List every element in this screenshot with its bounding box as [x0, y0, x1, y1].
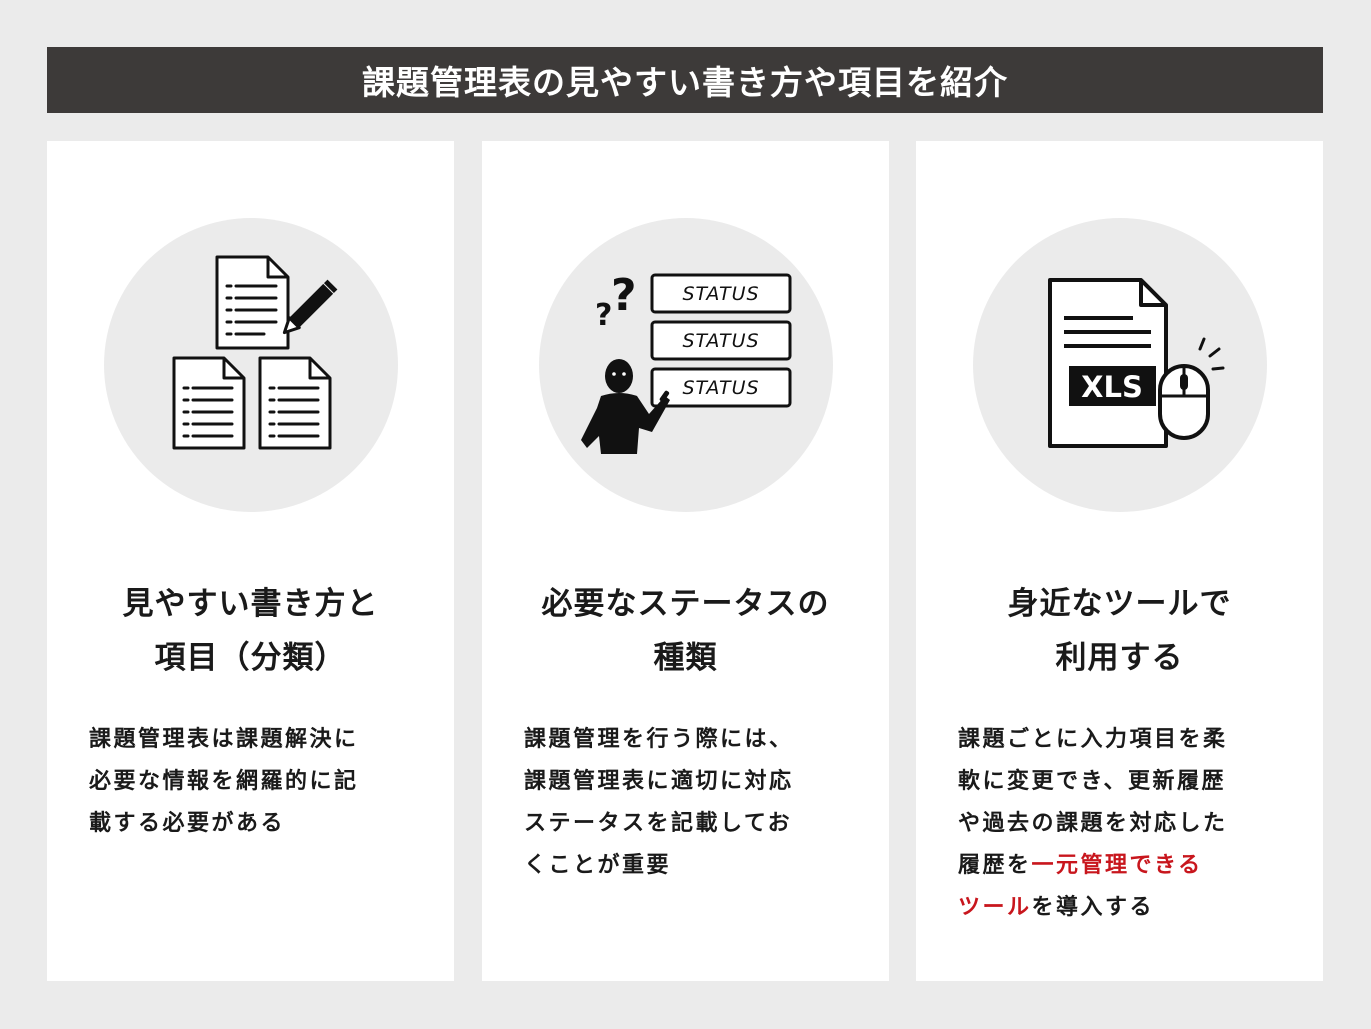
card-body: 課題管理を行う際には、 課題管理表に適切に対応 ステータスを記載してお くことが… [524, 719, 854, 887]
icon-circle: XLS [973, 218, 1267, 512]
body-text: を導入する [1031, 895, 1155, 920]
status-label: STATUS [682, 377, 759, 399]
card-title: 身近なツールで 利用する [916, 577, 1323, 685]
card-body-line: 軟に変更でき、更新履歴 [958, 769, 1226, 794]
icon-circle: STATUS STATUS STATUS ? ? [539, 218, 833, 512]
card-body-line: ツールを導入する [958, 887, 1288, 929]
card-body-line: や過去の課題を対応した [958, 811, 1228, 836]
question-mark-icon: ? [611, 270, 637, 321]
card-body-line: 履歴を一元管理できる [958, 845, 1288, 887]
card-title: 必要なステータスの 種類 [482, 577, 889, 685]
card-body-line: 課題管理表は課題解決に [89, 727, 359, 752]
body-text: 履歴を [958, 853, 1032, 878]
card-body-line: 課題管理を行う際には、 [524, 727, 794, 752]
mouse-icon [1158, 364, 1210, 440]
person-icon [581, 359, 670, 454]
card-title-line: 利用する [1055, 640, 1184, 676]
status-box [650, 320, 792, 361]
card-title-line: 種類 [653, 640, 718, 676]
status-box [650, 367, 792, 408]
status-label: STATUS [682, 330, 759, 352]
xls-badge [1069, 366, 1156, 406]
card-title-line: 項目（分類） [154, 640, 347, 676]
icon-circle [104, 218, 398, 512]
xls-label: XLS [1081, 370, 1143, 404]
card-body-line: 課題管理表に適切に対応 [524, 769, 794, 794]
card-body: 課題管理表は課題解決に 必要な情報を網羅的に記 載する必要がある [89, 719, 419, 845]
card-body: 課題ごとに入力項目を柔 軟に変更でき、更新履歴 や過去の課題を対応した 履歴を一… [958, 719, 1288, 929]
card-familiar-tools: XLS 身近なツールで 利用する 課題ごとに入力項目を柔 軟に変更でき、更新履歴… [916, 141, 1323, 981]
card-title-line: 身近なツールで [1007, 586, 1232, 622]
xls-file-mouse-icon: XLS [1048, 278, 1225, 448]
page-title: 課題管理表の見やすい書き方や項目を紹介 [47, 47, 1323, 113]
question-mark-icon: ? [595, 298, 612, 333]
card-title-line: 必要なステータスの [541, 586, 830, 622]
card-body-line: 載する必要がある [89, 811, 286, 836]
card-body-line: 課題ごとに入力項目を柔 [958, 727, 1228, 752]
card-title-line: 見やすい書き方と [122, 586, 379, 622]
card-body-line: ステータスを記載してお [524, 811, 793, 836]
status-label: STATUS [682, 283, 759, 305]
highlight-text: ツール [958, 895, 1032, 920]
card-body-line: 必要な情報を網羅的に記 [89, 769, 359, 794]
documents-pen-icon [172, 255, 338, 450]
highlight-text: 一元管理できる [1031, 853, 1203, 878]
status-box [650, 273, 792, 314]
person-status-icon: STATUS STATUS STATUS ? ? [581, 270, 792, 454]
card-title: 見やすい書き方と 項目（分類） [47, 577, 454, 685]
card-writing-method: 見やすい書き方と 項目（分類） 課題管理表は課題解決に 必要な情報を網羅的に記 … [47, 141, 454, 981]
card-status-types: STATUS STATUS STATUS ? ? 必要なステータスの 種類 課題… [482, 141, 889, 981]
card-body-line: くことが重要 [524, 853, 672, 878]
